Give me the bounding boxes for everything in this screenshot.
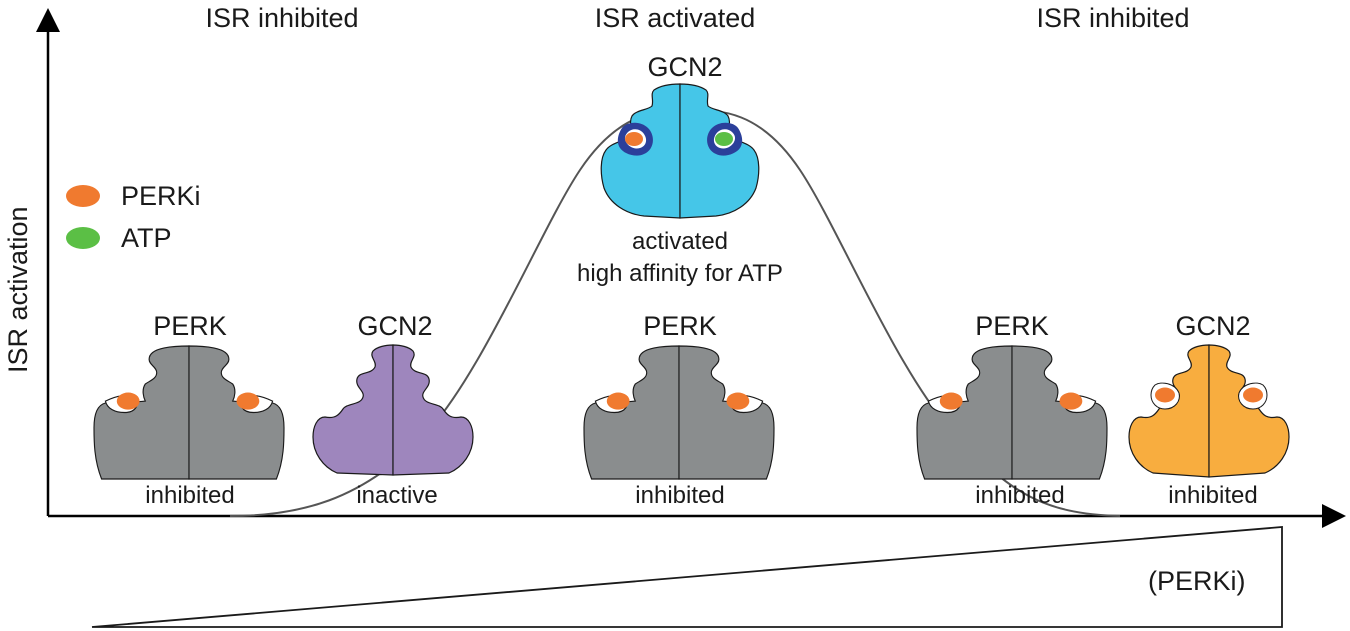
gcn2-active-dimer-icon xyxy=(600,83,760,219)
protein-name: PERK xyxy=(643,311,717,341)
phase-label: ISR activated xyxy=(595,3,756,33)
protein-state: inhibited xyxy=(1168,482,1257,509)
protein-state: inhibited xyxy=(635,482,724,509)
protein-name: PERK xyxy=(975,311,1049,341)
y-axis-label: ISR activation xyxy=(3,206,33,373)
protein-name: PERK xyxy=(153,311,227,341)
atp-swatch-icon xyxy=(66,227,100,249)
protein-name: GCN2 xyxy=(1175,311,1250,341)
perk-dimer-icon xyxy=(93,345,285,480)
perki-ramp xyxy=(91,526,1283,628)
perk-dimer-icon xyxy=(583,345,775,480)
y-axis-arrow xyxy=(36,8,60,32)
protein-state: activated xyxy=(632,228,728,255)
protein-perk-2: PERK inhibited xyxy=(583,311,775,509)
ramp-label: (PERKi) xyxy=(1148,566,1246,596)
protein-gcn2-inhibited: GCN2 inhibited xyxy=(1128,311,1290,509)
protein-gcn2-activated: GCN2 activated high affinity for ATP xyxy=(577,52,783,287)
protein-perk-3: PERK inhibited xyxy=(916,311,1108,509)
perk-dimer-icon xyxy=(916,345,1108,480)
protein-name: GCN2 xyxy=(647,52,722,82)
legend: PERKi ATP xyxy=(66,181,201,253)
protein-state: inhibited xyxy=(975,482,1064,509)
legend-label: PERKi xyxy=(121,181,201,211)
protein-perk-1: PERK inhibited xyxy=(93,311,285,509)
perki-swatch-icon xyxy=(66,185,100,207)
x-axis-arrow xyxy=(1322,504,1346,528)
gcn2-inhibited-dimer-icon xyxy=(1128,344,1290,478)
protein-state-detail: high affinity for ATP xyxy=(577,260,783,287)
protein-gcn2-inactive: GCN2 inactive xyxy=(312,311,474,509)
protein-name: GCN2 xyxy=(357,311,432,341)
protein-state: inactive xyxy=(356,482,437,509)
phase-labels: ISR inhibited ISR activated ISR inhibite… xyxy=(205,3,1189,33)
protein-state: inhibited xyxy=(145,482,234,509)
phase-label: ISR inhibited xyxy=(1036,3,1189,33)
gcn2-dimer-icon xyxy=(312,344,474,476)
legend-label: ATP xyxy=(121,223,172,253)
phase-label: ISR inhibited xyxy=(205,3,358,33)
